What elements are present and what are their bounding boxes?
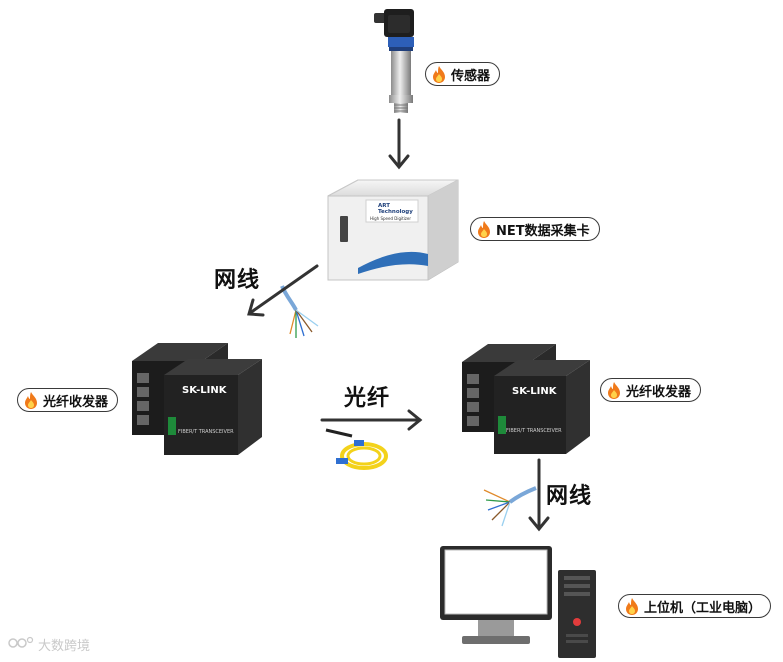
- daq-brand-text: ART: [378, 203, 390, 209]
- arrow-transceiver-to-pc: [528, 458, 550, 532]
- fiber-cable-image: [325, 428, 388, 470]
- watermark-text: 大数跨境: [38, 639, 91, 654]
- host-pc-image: [440, 546, 596, 658]
- host-pc-label-text: 上位机（工业电脑）: [644, 600, 762, 616]
- daq-brand-text-line2: Technology: [378, 209, 413, 215]
- sensor-label: 传感器: [425, 62, 501, 86]
- sensor-label-text: 传感器: [451, 68, 491, 84]
- flame-icon: [24, 391, 38, 409]
- cable-label-left: 网线: [214, 268, 261, 293]
- arrow-daq-to-transceiver: [247, 264, 319, 317]
- flame-icon: [432, 65, 446, 83]
- pressure-sensor-image: [374, 9, 414, 113]
- transceiver-right-model: FIBER/T TRANSCEIVER: [506, 428, 562, 434]
- transceiver-left-image: SK-LINK FIBER/T TRANSCEIVER: [132, 343, 262, 455]
- daq-card-image: ART Technology High Speed Digitizer: [327, 179, 459, 281]
- transceiver-left-label: 光纤收发器: [17, 388, 119, 412]
- transceiver-right-brand: SK-LINK: [512, 386, 558, 397]
- transceiver-left-model: FIBER/T TRANSCEIVER: [178, 429, 234, 435]
- daq-label: NET数据采集卡: [470, 217, 600, 241]
- flame-icon: [625, 597, 639, 615]
- fiber-label: 光纤: [344, 386, 391, 411]
- flame-icon: [477, 220, 491, 238]
- transceiver-left-brand: SK-LINK: [182, 385, 228, 396]
- flame-icon: [607, 381, 621, 399]
- arrow-fiber: [320, 409, 423, 431]
- daq-label-text: NET数据采集卡: [496, 223, 590, 239]
- transceiver-right-label-text: 光纤收发器: [626, 384, 692, 400]
- transceiver-right-label: 光纤收发器: [600, 378, 702, 402]
- camera-icon: [8, 636, 34, 654]
- ethernet-cable-right-image: [483, 486, 537, 527]
- transceiver-left-label-text: 光纤收发器: [43, 394, 109, 410]
- host-pc-label: 上位机（工业电脑）: [618, 594, 772, 618]
- transceiver-right-image: SK-LINK FIBER/T TRANSCEIVER: [462, 344, 590, 454]
- cable-label-right: 网线: [546, 484, 593, 509]
- watermark: 大数跨境: [8, 635, 90, 654]
- arrow-sensor-to-daq: [388, 118, 410, 170]
- daq-model-text: High Speed Digitizer: [370, 216, 411, 221]
